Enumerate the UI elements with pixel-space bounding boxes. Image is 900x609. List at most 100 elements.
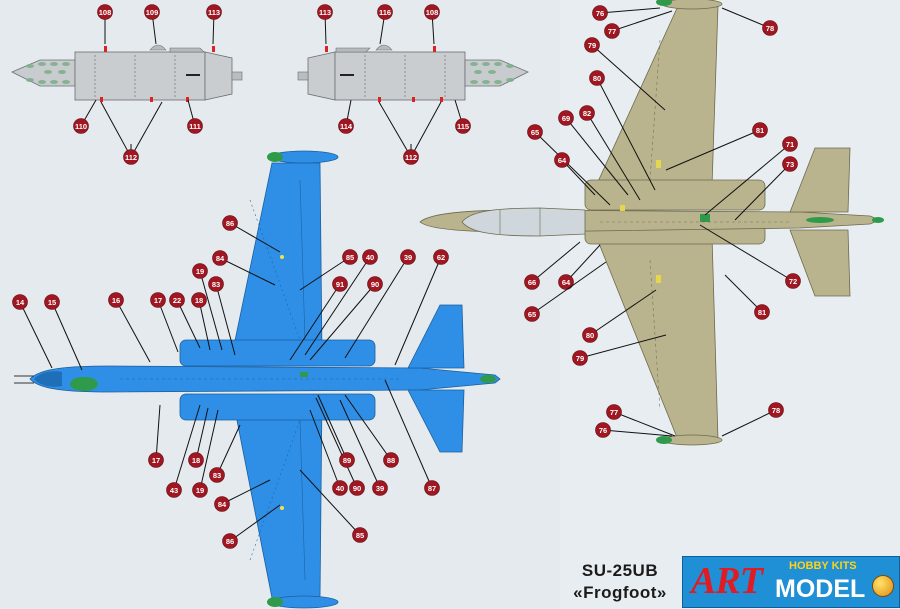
callout-dot — [424, 4, 440, 20]
callout-marker: 81 — [752, 122, 768, 138]
callout-marker: 66 — [524, 274, 540, 290]
callout-number: 87 — [428, 484, 436, 493]
callout-number: 90 — [353, 484, 361, 493]
callout-leader-line — [565, 244, 601, 283]
callout-leader-line — [565, 117, 629, 196]
callout-marker: 77 — [604, 23, 620, 39]
callout-number: 112 — [405, 153, 417, 162]
callout-marker: 81 — [754, 304, 770, 320]
callout-number: 76 — [599, 426, 607, 435]
callout-number: 114 — [340, 122, 353, 131]
callout-leader-line — [219, 257, 276, 286]
callout-marker: 112 — [403, 149, 419, 165]
callout-number: 71 — [786, 140, 794, 149]
callout-leader-line — [315, 397, 358, 489]
callout-marker: 64 — [554, 152, 570, 168]
callout-marker: 17 — [150, 292, 166, 308]
callout-marker: 90 — [367, 276, 383, 292]
callout-leader-line — [299, 469, 361, 536]
callout-marker: 83 — [208, 276, 224, 292]
callout-number: 86 — [226, 537, 234, 546]
callout-leader-line — [410, 101, 442, 158]
callout-dot — [187, 118, 203, 134]
callout-leader-line — [599, 7, 661, 14]
callout-dot — [527, 124, 543, 140]
callout-dot — [332, 480, 348, 496]
callout-number: 115 — [457, 122, 469, 131]
model-title: SU-25UB «Frogfoot» — [560, 560, 680, 604]
callout-marker: 109 — [144, 4, 160, 20]
callout-dot — [332, 276, 348, 292]
callout-dot — [188, 452, 204, 468]
callout-number: 19 — [196, 267, 204, 276]
callout-number: 66 — [528, 278, 536, 287]
callout-number: 43 — [170, 486, 178, 495]
callout-marker: 18 — [191, 292, 207, 308]
callout-dot — [352, 527, 368, 543]
callout-dot — [169, 292, 185, 308]
callout-dot — [455, 118, 471, 134]
callout-dot — [433, 249, 449, 265]
callout-marker: 110 — [73, 118, 89, 134]
callout-leader-line — [611, 10, 673, 32]
callout-number: 88 — [387, 456, 395, 465]
callout-number: 113 — [319, 8, 331, 17]
callout-marker: 15 — [44, 294, 60, 310]
callout-number: 77 — [610, 408, 618, 417]
callout-leader-line — [115, 299, 151, 363]
callout-marker: 19 — [192, 263, 208, 279]
callout-dot — [209, 467, 225, 483]
callout-dot — [589, 70, 605, 86]
callout-dot — [123, 149, 139, 165]
callout-marker: 14 — [12, 294, 28, 310]
callout-marker: 39 — [372, 480, 388, 496]
callout-leader-line — [299, 256, 351, 291]
callout-dot — [558, 110, 574, 126]
callout-leader-line — [586, 112, 641, 201]
callout-leader-line — [613, 411, 676, 437]
callout-dot — [403, 149, 419, 165]
callout-marker: 73 — [782, 156, 798, 172]
callout-dot — [222, 215, 238, 231]
callout-number: 18 — [195, 296, 203, 305]
callout-number: 84 — [216, 254, 225, 263]
callout-marker: 78 — [762, 20, 778, 36]
callout-leader-line — [157, 299, 179, 353]
callout-number: 39 — [404, 253, 412, 262]
callout-dot — [97, 4, 113, 20]
callout-number: 113 — [208, 8, 220, 17]
callout-leader-line — [534, 131, 611, 206]
callout-marker: 40 — [362, 249, 378, 265]
callout-leader-line — [344, 394, 392, 461]
callout-dot — [377, 4, 393, 20]
callout-dot — [383, 452, 399, 468]
callout-marker: 76 — [595, 422, 611, 438]
callout-dot — [367, 276, 383, 292]
callout-leader-line — [589, 289, 657, 336]
callout-number: 64 — [562, 278, 571, 287]
callout-marker: 113 — [317, 4, 333, 20]
callout-number: 77 — [608, 27, 616, 36]
callout-dot — [400, 249, 416, 265]
callout-dot — [222, 533, 238, 549]
callout-leader-line — [378, 101, 412, 158]
callout-number: 19 — [196, 486, 204, 495]
callout-dot — [606, 404, 622, 420]
brand-logo: ART HOBBY KITS MODEL — [682, 556, 900, 608]
callout-number: 84 — [218, 500, 227, 509]
callout-number: 91 — [336, 280, 344, 289]
callout-marker: 112 — [123, 149, 139, 165]
callout-number: 86 — [226, 219, 234, 228]
callout-number: 40 — [366, 253, 374, 262]
callout-number: 109 — [146, 8, 159, 17]
callout-number: 111 — [189, 122, 201, 131]
callout-dot — [604, 23, 620, 39]
callout-number: 89 — [343, 456, 351, 465]
callout-dot — [584, 37, 600, 53]
callout-leader-line — [304, 256, 371, 356]
callout-leader-line — [130, 101, 163, 158]
callout-leader-line — [51, 301, 83, 371]
callout-number: 40 — [336, 484, 344, 493]
callout-number: 78 — [766, 24, 774, 33]
